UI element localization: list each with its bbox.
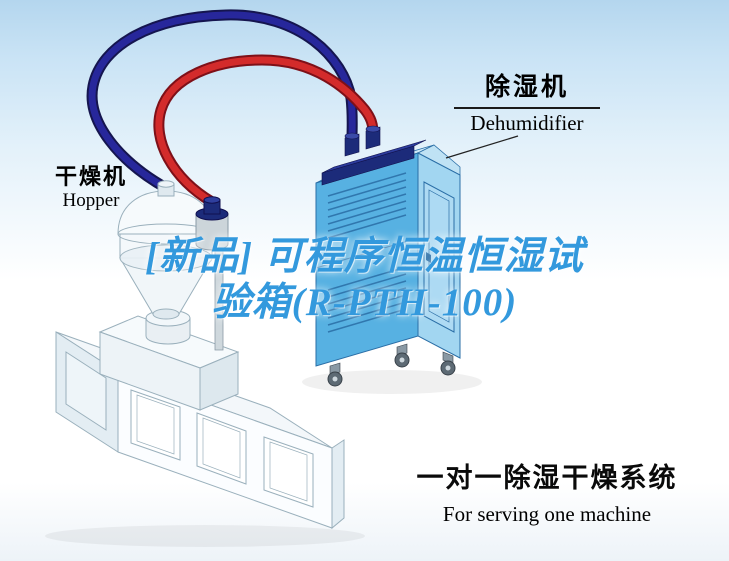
machine-front-panel [263, 436, 314, 508]
machine-front-panel-inner [269, 441, 308, 502]
machine-front-panel-inner [202, 417, 241, 479]
red-hose [153, 54, 379, 208]
product-watermark: [新品] 可程序恒温恒湿试 验箱(R-PTH-100) [0, 234, 729, 326]
blower-body [195, 213, 229, 251]
watermark-line1: [新品] 可程序恒温恒湿试 [145, 235, 584, 278]
label-divider [454, 106, 600, 109]
machine-front-panel [130, 389, 181, 461]
funnel-outlet [152, 308, 180, 320]
dehumidifier-cabinet-illustration [302, 139, 482, 394]
cabinet-shadow [302, 370, 482, 394]
machine-right-face [331, 439, 345, 530]
dryer-label-zh: 干燥机 [54, 164, 127, 189]
hopper-funnel [117, 180, 215, 320]
dehumidifier-label: 除湿机 Dehumidifier [452, 73, 602, 135]
watermark-line2: 验箱(R-PTH-100) [211, 281, 518, 325]
machine-left-panel [65, 351, 107, 431]
dryer-label-en: Hopper [62, 190, 120, 212]
label-leader-line [445, 135, 519, 159]
hopper-machine-illustration [45, 309, 365, 547]
machine-shadow [45, 525, 365, 547]
dehumidifier-label-en: Dehumidifier [470, 110, 584, 135]
caption-en: For serving one machine [442, 502, 652, 526]
blue-hose [86, 9, 358, 194]
dehumidifier-label-zh: 除湿机 [484, 73, 569, 101]
vent-grille-lower [327, 266, 407, 333]
dome-cap-top [157, 180, 175, 188]
caption-zh: 一对一除湿干燥系统 [416, 463, 678, 493]
vent-grille-upper [327, 172, 407, 239]
dryer-label: 干燥机 Hopper [36, 164, 146, 211]
machine-front-panel-inner [136, 394, 175, 455]
cabinet-door-inner [428, 189, 450, 323]
cabinet-door-latch [426, 252, 431, 263]
pedestal-right-face [199, 351, 239, 411]
cabinet-top-band-top [321, 139, 427, 174]
hose-ports [344, 125, 381, 157]
blower-neck-top [203, 196, 221, 204]
cabinet-seam [315, 237, 419, 269]
blower-unit [195, 196, 229, 351]
funnel-rim [119, 244, 213, 272]
caster-wheels [327, 343, 456, 387]
bottom-caption: 一对一除湿干燥系统 For serving one machine [396, 456, 698, 527]
cabinet-door [423, 181, 455, 333]
